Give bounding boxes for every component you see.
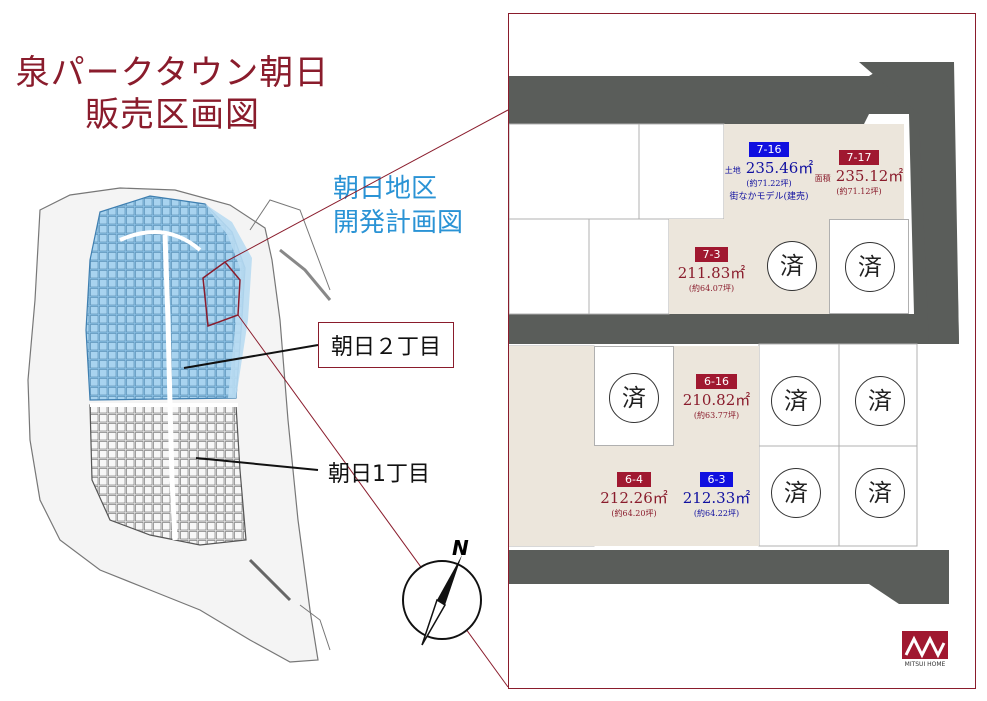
lot-7-16[interactable]: 7-16 土地 235.46㎡ (約71.22坪) 街なかモデル(建売) bbox=[724, 124, 814, 219]
brand-logo-icon bbox=[902, 631, 948, 659]
lot-7-17-area: 235.12㎡ bbox=[835, 167, 904, 185]
lot-7-3-tsubo: (約64.07坪) bbox=[688, 284, 735, 293]
lot-7-16-land-label: 土地 bbox=[724, 166, 741, 175]
lot-7-17-tsubo: (約71.12坪) bbox=[836, 187, 882, 196]
callout-asahi-1chome: 朝日1丁目 bbox=[328, 462, 430, 487]
lot-6-3-area: 212.33㎡ bbox=[682, 489, 751, 507]
sold-mark: 済 bbox=[855, 468, 905, 518]
lot-6-16-tsubo: (約63.77坪) bbox=[693, 411, 740, 420]
lot-sold-6a: 済 bbox=[594, 346, 674, 446]
lot-7-17-land-label: 面積 bbox=[814, 174, 831, 183]
subtitle-line-2: 開発計画図 bbox=[333, 208, 464, 238]
lot-7-16-area: 235.46㎡ bbox=[745, 159, 814, 177]
lot-7-3-tag: 7-3 bbox=[694, 247, 729, 262]
lot-6-16-area: 210.82㎡ bbox=[682, 391, 751, 409]
asahi-1chome-area bbox=[89, 404, 247, 546]
lot-6-3-tag: 6-3 bbox=[699, 472, 734, 487]
lot-6-3[interactable]: 6-3 212.33㎡ (約64.22坪) bbox=[674, 446, 759, 546]
sold-mark: 済 bbox=[609, 373, 659, 423]
lot-7-16-note: 街なかモデル(建売) bbox=[729, 192, 809, 202]
lot-plan-roads bbox=[509, 62, 959, 604]
callout-asahi-2chome: 朝日２丁目 bbox=[318, 322, 455, 368]
title-line-1: 泉パークタウン朝日 bbox=[15, 53, 330, 93]
lot-6-4-area: 212.26㎡ bbox=[600, 489, 668, 507]
zoom-area-marker bbox=[202, 260, 241, 328]
sold-mark: 済 bbox=[845, 242, 895, 292]
lot-6-16[interactable]: 6-16 210.82㎡ (約63.77坪) bbox=[674, 346, 759, 446]
lot-7-17[interactable]: 7-17 面積 235.12㎡ (約71.12坪) bbox=[814, 124, 904, 219]
lot-7-3-area: 211.83㎡ bbox=[677, 264, 746, 282]
brand-name: MITSUI HOME bbox=[904, 661, 946, 668]
subtitle-line-1: 朝日地区 bbox=[333, 174, 438, 204]
lot-7-16-tsubo: (約71.22坪) bbox=[746, 179, 792, 188]
compass-north-label: N bbox=[452, 536, 469, 560]
lot-7-16-tag: 7-16 bbox=[748, 142, 790, 157]
lot-6-3-tsubo: (約64.22坪) bbox=[693, 509, 740, 518]
lot-beige-6a bbox=[509, 346, 594, 446]
sold-mark: 済 bbox=[771, 376, 821, 426]
lot-detail-panel: 7-16 土地 235.46㎡ (約71.22坪) 街なかモデル(建売) 7-1… bbox=[508, 13, 976, 689]
lot-beige-6b bbox=[509, 446, 594, 546]
lot-6-16-tag: 6-16 bbox=[696, 374, 737, 389]
lot-sold-7b: 済 bbox=[829, 219, 909, 314]
page-title: 泉パークタウン朝日 販売区画図 bbox=[0, 52, 345, 136]
lot-7-3[interactable]: 7-3 211.83㎡ (約64.07坪) bbox=[669, 219, 754, 314]
sold-mark: 済 bbox=[771, 468, 821, 518]
compass-icon bbox=[402, 555, 482, 646]
lot-6-4-tsubo: (約64.20坪) bbox=[611, 509, 657, 518]
title-line-2: 販売区画図 bbox=[85, 95, 260, 135]
lot-sold-7a: 済 bbox=[754, 219, 829, 314]
lot-6-4-tag: 6-4 bbox=[617, 472, 651, 487]
sold-mark: 済 bbox=[767, 241, 817, 291]
development-plan-subtitle: 朝日地区 開発計画図 bbox=[333, 172, 463, 240]
lot-7-17-tag: 7-17 bbox=[838, 150, 880, 165]
lot-6-4[interactable]: 6-4 212.26㎡ (約64.20坪) bbox=[594, 446, 674, 546]
sold-mark: 済 bbox=[855, 376, 905, 426]
